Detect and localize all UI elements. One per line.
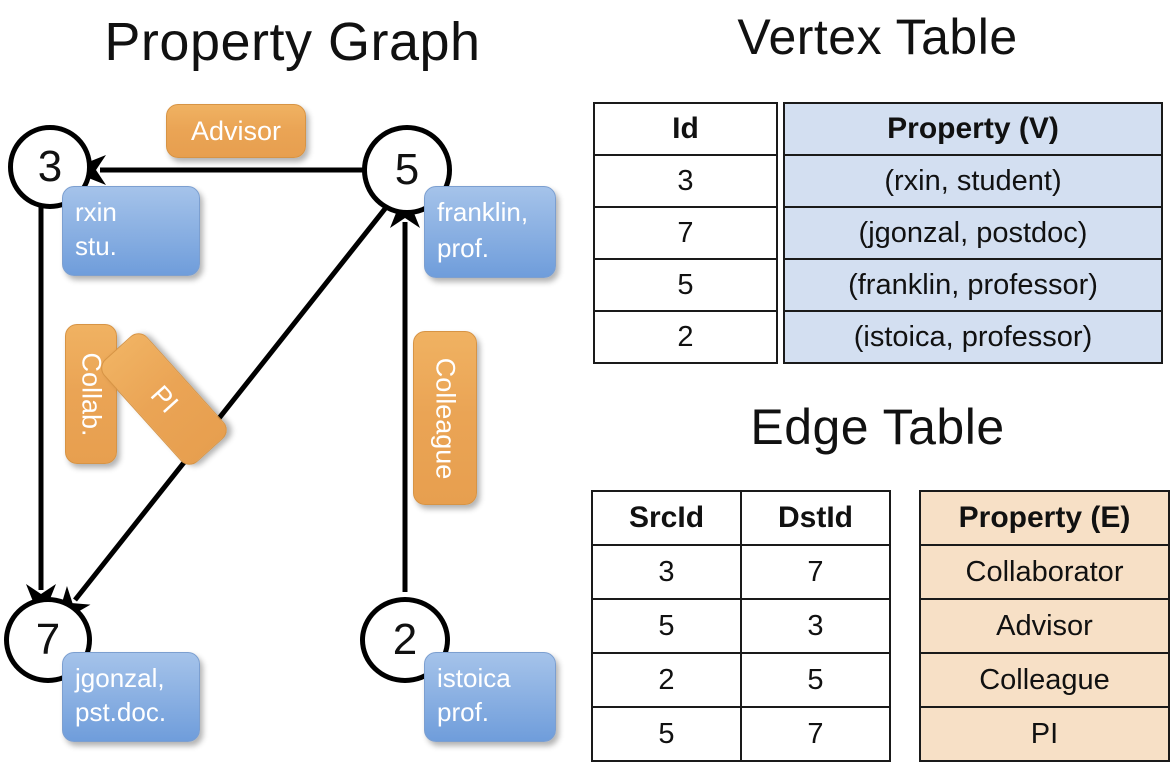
edge-label-badge-pi-text: PI	[144, 379, 185, 419]
vertex-table-cell-id: 5	[593, 258, 778, 312]
edge-label-badge-colleague-wrap: Colleague	[414, 332, 476, 504]
edge-line-pi	[55, 203, 390, 625]
edge-table-cell-srcid: 5	[591, 598, 742, 654]
table-row[interactable]: (rxin, student)	[783, 154, 1163, 208]
vertex-property-box-istoica-line1: istoica	[437, 663, 511, 693]
vertex-table-header-property: Property (V)	[783, 102, 1163, 156]
vertex-property-box-istoica-line2: prof.	[437, 697, 490, 727]
edge-label-badge-colleague[interactable]: Colleague	[413, 331, 477, 505]
graph-node-2-label: 2	[392, 615, 418, 664]
table-row[interactable]: 3 7	[591, 544, 891, 600]
table-row[interactable]: Advisor	[919, 598, 1170, 654]
edge-table-header-srcid: SrcId	[591, 490, 742, 546]
vertex-property-box-istoica[interactable]: istoica prof.	[424, 652, 556, 742]
edge-table-cell-dstid: 5	[740, 652, 891, 708]
edge-table-cell-dstid: 7	[740, 544, 891, 600]
graph-node-5-label: 5	[394, 145, 420, 194]
vertex-property-box-rxin-line2: stu.	[75, 231, 117, 261]
vertex-property-box-franklin[interactable]: franklin, prof.	[424, 186, 556, 278]
vertex-property-box-rxin[interactable]: rxin stu.	[62, 186, 200, 276]
edge-label-badge-advisor[interactable]: Advisor	[166, 104, 306, 158]
edge-table-header-property: Property (E)	[919, 490, 1170, 546]
table-row[interactable]: 7	[593, 206, 778, 260]
vertex-property-box-rxin-line1: rxin	[75, 197, 117, 227]
page-title-property-graph: Property Graph	[104, 12, 481, 72]
edge-label-badge-collab[interactable]: Collab.	[65, 324, 117, 464]
page-title-edge-table: Edge Table	[750, 399, 1005, 455]
vertex-property-box-franklin-line1: franklin,	[437, 197, 529, 227]
table-row[interactable]: PI	[919, 706, 1170, 762]
table-header-row: Property (V)	[783, 102, 1163, 156]
edge-table-cell-dstid: 7	[740, 706, 891, 762]
edge-table-property-column: Property (E) Collaborator Advisor Collea…	[919, 490, 1170, 762]
vertex-property-box-franklin-line2: prof.	[437, 233, 490, 263]
table-row[interactable]: Colleague	[919, 652, 1170, 708]
edge-table-header-dstid: DstId	[740, 490, 891, 546]
table-row[interactable]: 2 5	[591, 652, 891, 708]
vertex-property-box-jgonzal-line2: pst.doc.	[75, 697, 167, 727]
table-row[interactable]: 5	[593, 258, 778, 312]
vertex-table-cell-id: 3	[593, 154, 778, 208]
vertex-table-cell-property: (rxin, student)	[783, 154, 1163, 208]
vertex-table-cell-id: 7	[593, 206, 778, 260]
table-row[interactable]: 2	[593, 310, 778, 364]
table-row[interactable]: (istoica, professor)	[783, 310, 1163, 364]
vertex-table-cell-property: (istoica, professor)	[783, 310, 1163, 364]
table-row[interactable]: 3	[593, 154, 778, 208]
vertex-table-property-column: Property (V) (rxin, student) (jgonzal, p…	[783, 102, 1163, 364]
table-row[interactable]: (franklin, professor)	[783, 258, 1163, 312]
table-row[interactable]: Collaborator	[919, 544, 1170, 600]
vertex-property-box-jgonzal-line1: jgonzal,	[75, 663, 165, 693]
edge-label-badge-advisor-text: Advisor	[190, 115, 282, 146]
vertex-property-box-jgonzal[interactable]: jgonzal, pst.doc.	[62, 652, 200, 742]
edge-table-cell-property: Colleague	[919, 652, 1170, 708]
vertex-table-cell-property: (franklin, professor)	[783, 258, 1163, 312]
vertex-table-header-id: Id	[593, 102, 778, 156]
page-title-vertex-table: Vertex Table	[737, 9, 1018, 65]
graph-edge-lines	[26, 155, 420, 625]
edge-table-id-columns: SrcId DstId 3 7 5 3 2 5 5 7	[591, 490, 891, 762]
edge-table-cell-srcid: 3	[591, 544, 742, 600]
table-header-row: Id	[593, 102, 778, 156]
edge-table-cell-srcid: 5	[591, 706, 742, 762]
edge-label-badge-colleague-text: Colleague	[430, 357, 461, 479]
graph-node-7-label: 7	[35, 615, 61, 664]
edge-table-cell-property: PI	[919, 706, 1170, 762]
table-row[interactable]: 5 3	[591, 598, 891, 654]
table-row[interactable]: (jgonzal, postdoc)	[783, 206, 1163, 260]
vertex-table-cell-id: 2	[593, 310, 778, 364]
vertex-table-id-column: Id 3 7 5 2	[593, 102, 778, 364]
table-header-row: Property (E)	[919, 490, 1170, 546]
graph-node-2[interactable]: 2	[360, 597, 450, 683]
vertex-table-cell-property: (jgonzal, postdoc)	[783, 206, 1163, 260]
edge-label-badge-collab-wrap: Collab.	[66, 325, 116, 463]
edge-table-cell-property: Advisor	[919, 598, 1170, 654]
edge-table-cell-property: Collaborator	[919, 544, 1170, 600]
edge-table-cell-dstid: 3	[740, 598, 891, 654]
table-header-row: SrcId DstId	[591, 490, 891, 546]
graph-node-3-label: 3	[37, 142, 63, 191]
property-graph-panel: Property Graph 3 5 7 2 rxin stu. frankli…	[0, 0, 585, 760]
table-row[interactable]: 5 7	[591, 706, 891, 762]
edge-table-cell-srcid: 2	[591, 652, 742, 708]
